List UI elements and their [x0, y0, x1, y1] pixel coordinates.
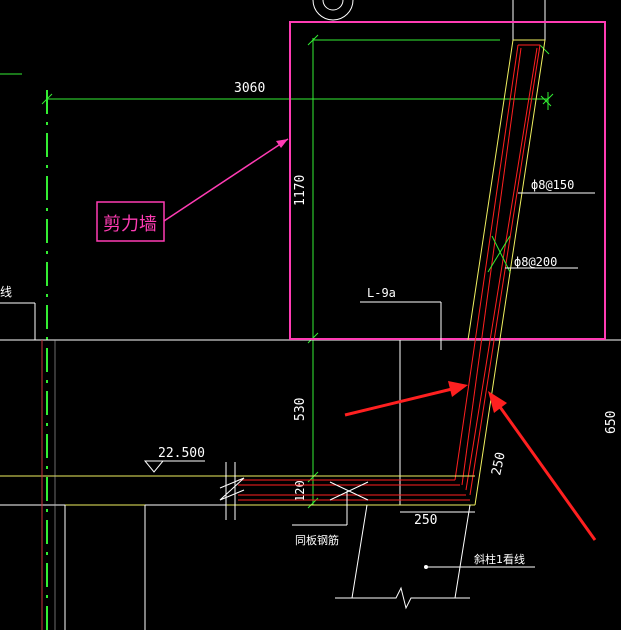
shear-wall-label-box [96, 201, 165, 242]
zigzag-break-icon [219, 462, 245, 520]
dimension-120-label: 120 [293, 480, 307, 502]
bottom-beam-rebar [0, 475, 475, 506]
stair-cross-icon [292, 481, 369, 526]
rebar-150-label: ф8@150 [531, 178, 574, 192]
dimension-650-label: 650 [604, 411, 619, 434]
dimension-1170-label: 1170 [293, 175, 308, 206]
slanted-column-rebar [454, 44, 541, 496]
red-arrow-icon-left [344, 381, 468, 417]
vertical-dimension-chain [307, 34, 500, 509]
slab-lines [0, 302, 621, 505]
dimension-250-vertical-label: 250 [489, 451, 509, 477]
red-arrow-icon-right [488, 391, 597, 541]
circle-axis-icon [312, 0, 354, 21]
elevation-label: 22.500 [158, 446, 205, 461]
top-right-tick [539, 44, 550, 55]
dimension-530-label: 530 [293, 398, 308, 421]
slanted-column-outline [467, 39, 546, 506]
dimension-3060-label: 3060 [234, 81, 265, 96]
stirrup-cross-icon [487, 235, 511, 273]
leader-dot-icon [424, 565, 428, 569]
stair-label: 同板钢筋 [295, 533, 339, 547]
lower-structure [0, 504, 471, 630]
leader-arrowhead-icon [276, 139, 288, 148]
left-column-outlines [41, 340, 56, 630]
beam-tag-label: L-9a [367, 286, 396, 300]
shear-wall-label: 剪力墙 [103, 214, 157, 235]
left-edge-text: 线 [0, 285, 12, 299]
shear-wall-region [289, 21, 606, 340]
slant-column-label: 斜柱1看线 [474, 552, 525, 566]
top-right-tick-2 [540, 95, 552, 107]
rebar-200-label: ф8@200 [514, 255, 557, 269]
shear-wall-leader [163, 138, 289, 222]
dimension-3060 [41, 92, 554, 110]
top-column-outline [512, 0, 546, 41]
triangle-elevation-icon [143, 460, 205, 473]
dimension-250-bottom-label: 250 [414, 513, 437, 528]
